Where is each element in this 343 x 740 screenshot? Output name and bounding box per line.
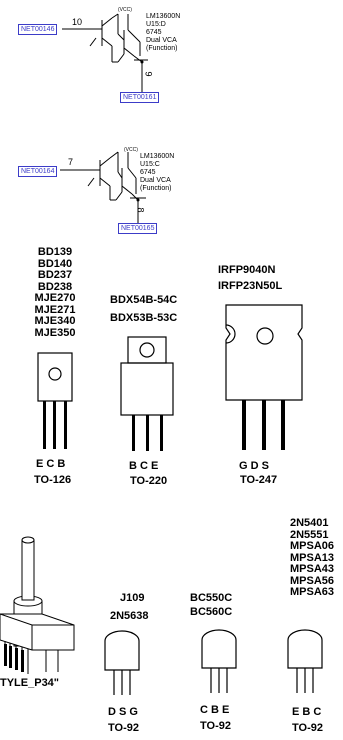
chip-code: 6745 <box>146 29 162 36</box>
package-name: TO-220 <box>130 475 168 487</box>
part-name: IRFP9040N <box>218 264 276 276</box>
chip-code: 6745 <box>140 169 156 176</box>
package-name: TO-247 <box>240 474 278 486</box>
vcc-label: (VCC) <box>118 7 132 13</box>
part-name: 2N5638 <box>110 610 149 622</box>
part-name: 2N5551 <box>290 528 329 541</box>
part-name: BD140 <box>37 257 73 270</box>
chip-part: LM13600N <box>140 153 175 160</box>
chip-info: LM13600N U15:C 6745 Dual VCA (Function) <box>140 153 174 193</box>
part-name: J109 <box>120 592 145 604</box>
chip-function: (Function) <box>146 45 178 52</box>
part-name: MJE340 <box>34 315 76 327</box>
chip-function: (Function) <box>140 185 172 192</box>
pin-number: 10 <box>72 17 83 27</box>
pin-labels: E B C <box>292 706 322 718</box>
pin-labels: B C E <box>129 460 159 472</box>
package-name: TYLE_P34" <box>0 677 60 689</box>
part-name: BD237 <box>37 269 73 281</box>
package-name: TO-92 <box>200 720 231 732</box>
net-label-in[interactable]: NET00164 <box>18 166 58 177</box>
pin-labels: E C B <box>36 458 66 470</box>
part-name: BDX54B-54C <box>110 294 178 306</box>
part-name: MJE271 <box>34 303 76 316</box>
part-name: BD139 <box>37 246 73 258</box>
part-name: MPSA63 <box>290 586 335 598</box>
transistor-symbol <box>60 151 146 223</box>
part-name: BD238 <box>37 280 73 293</box>
part-name: BDX53B-53C <box>110 312 178 324</box>
part-name: MJE270 <box>34 292 76 304</box>
chip-ref: U15:C <box>140 161 160 168</box>
part-name: MPSA56 <box>290 574 335 587</box>
net-label-in[interactable]: NET00146 <box>18 24 58 35</box>
part-name: MPSA43 <box>290 563 335 575</box>
chip-part: LM13600N <box>146 13 181 20</box>
pin-labels: D S G <box>108 706 138 718</box>
package-name: TO-92 <box>292 722 323 734</box>
part-name: BC550C <box>190 592 233 604</box>
transistor-symbol <box>62 13 148 92</box>
part-list: 2N5401 2N5551 MPSA06 MPSA13 MPSA43 MPSA5… <box>290 517 335 599</box>
pin-labels: G D S <box>239 460 269 472</box>
net-label-out[interactable]: NET00165 <box>118 223 158 234</box>
part-name: BC560C <box>190 606 233 618</box>
chip-ref: U15:D <box>146 21 166 28</box>
pin-number: 7 <box>68 157 74 167</box>
chip-desc: Dual VCA <box>146 37 177 44</box>
package-name: TO-92 <box>108 722 139 734</box>
pin-labels: C B E <box>200 704 230 716</box>
vcc-label: (VCC) <box>124 147 138 153</box>
part-name: 2N5401 <box>290 517 329 529</box>
part-name: MJE350 <box>34 326 76 339</box>
chip-info: LM13600N U15:D 6745 Dual VCA (Function) <box>146 13 180 53</box>
part-name: IRFP23N50L <box>218 280 283 292</box>
package-name: TO-126 <box>34 474 72 486</box>
part-list: BD139 BD140 BD237 BD238 MJE270 MJE271 MJ… <box>20 246 90 339</box>
part-name: MPSA06 <box>290 540 335 552</box>
part-name: MPSA13 <box>290 551 335 564</box>
chip-desc: Dual VCA <box>140 177 171 184</box>
net-label-out[interactable]: NET00161 <box>120 92 160 103</box>
